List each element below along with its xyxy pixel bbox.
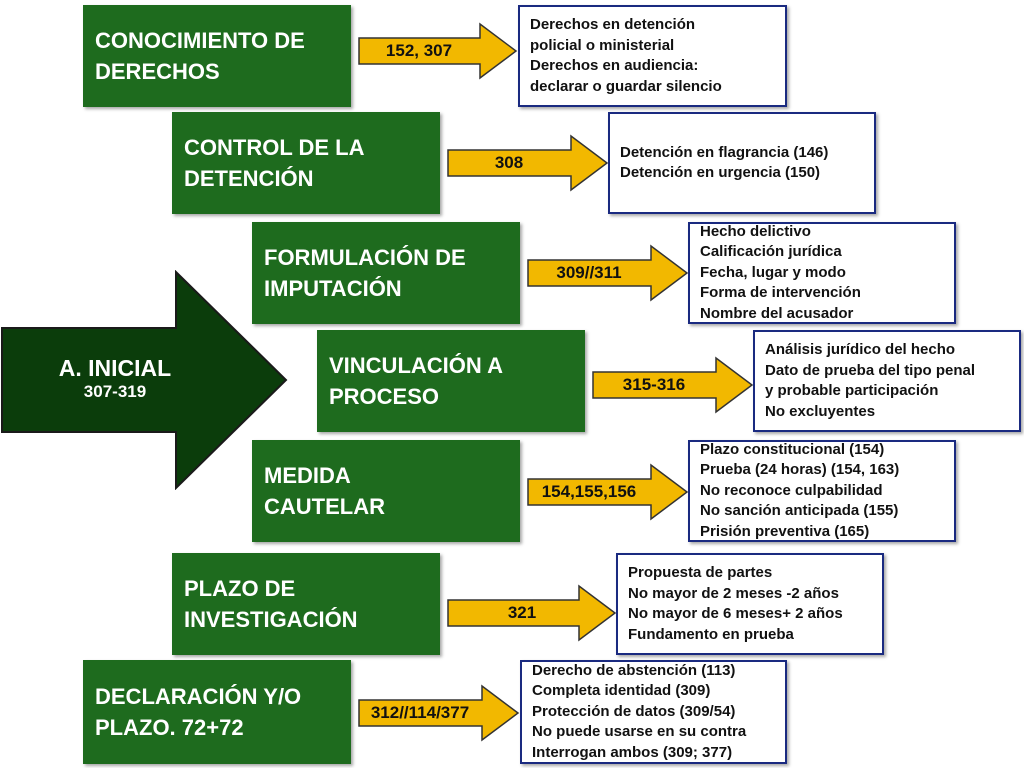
detail-line: policial o ministerial <box>530 36 675 54</box>
stage-title: FORMULACIÓN DE IMPUTACIÓN <box>264 245 466 301</box>
stage-control-detencion: CONTROL DE LA DETENCIÓN <box>172 112 440 214</box>
detail-box: Derecho de abstención (113) Completa ide… <box>520 660 787 764</box>
articles-label: 309//311 <box>556 263 622 282</box>
detail-line: Fundamento en prueba <box>628 625 794 643</box>
main-title: A. INICIAL <box>58 355 172 381</box>
main-subtitle: 307-319 <box>83 382 147 401</box>
detail-line: Forma de intervención <box>700 284 861 302</box>
stage-title: CONOCIMIENTO DE DERECHOS <box>95 28 305 84</box>
detail-line: Derechos en detención <box>530 16 696 33</box>
stage-conocimiento-derechos: CONOCIMIENTO DE DERECHOS <box>83 5 351 107</box>
articles-arrow: 315-316 <box>592 356 754 414</box>
articles-arrow: 312//114/377 <box>358 684 520 742</box>
articles-arrow: 308 <box>447 134 609 192</box>
detail-box: Hecho delictivo Calificación jurídica Fe… <box>688 222 956 324</box>
detail-box: Plazo constitucional (154) Prueba (24 ho… <box>688 440 956 542</box>
detail-line: Interrogan ambos (309; 377) <box>532 743 733 761</box>
arrow-shape <box>592 356 754 414</box>
arrow-shape <box>527 463 689 521</box>
detail-line: No mayor de 6 meses+ 2 años <box>628 605 843 622</box>
articles-arrow: 154,155,156 <box>527 463 689 521</box>
detail-line: Prueba (24 horas) (154, 163) <box>700 461 900 479</box>
detail-line: No mayor de 2 meses -2 años <box>628 584 839 602</box>
detail-line: Fecha, lugar y modo <box>700 263 846 281</box>
detail-line: Derechos en audiencia: <box>530 57 699 74</box>
detail-line: Dato de prueba del tipo penal <box>765 361 976 379</box>
detail-box: Detención en flagrancia (146) Detención … <box>608 112 876 214</box>
stage-medida-cautelar: MEDIDA CAUTELAR <box>252 440 520 542</box>
arrow-shape <box>447 134 609 192</box>
stage-title: DECLARACIÓN Y/O PLAZO. 72+72 <box>95 684 302 740</box>
arrow-shape <box>358 22 518 80</box>
stage-title: VINCULACIÓN A PROCESO <box>329 353 503 409</box>
articles-label: 321 <box>507 603 537 622</box>
arrow-shape <box>358 684 520 742</box>
detail-line: Protección de datos (309/54) <box>532 702 736 720</box>
articles-arrow: 321 <box>447 584 617 642</box>
detail-line: Prisión preventiva (165) <box>700 522 870 540</box>
stage-vinculacion-proceso: VINCULACIÓN A PROCESO <box>317 330 585 432</box>
articles-label: 308 <box>494 153 524 172</box>
stage-title: CONTROL DE LA DETENCIÓN <box>184 135 365 191</box>
detail-box: Propuesta de partes No mayor de 2 meses … <box>616 553 884 655</box>
detail-line: declarar o guardar silencio <box>530 77 722 95</box>
articles-label: 312//114/377 <box>370 703 470 722</box>
detail-line: Detención en urgencia (150) <box>620 164 821 181</box>
stage-title: MEDIDA CAUTELAR <box>264 463 385 519</box>
detail-line: y probable participación <box>765 382 939 399</box>
articles-arrow: 309//311 <box>527 244 689 302</box>
arrow-shape <box>527 244 689 302</box>
stage-formulacion-imputacion: FORMULACIÓN DE IMPUTACIÓN <box>252 222 520 324</box>
stage-plazo-investigacion: PLAZO DE INVESTIGACIÓN <box>172 553 440 655</box>
detail-line: No reconoce culpabilidad <box>700 481 883 499</box>
stage-declaracion-plazo: DECLARACIÓN Y/O PLAZO. 72+72 <box>83 660 351 764</box>
main-arrow <box>1 270 288 490</box>
detail-box: Derechos en detención policial o ministe… <box>518 5 787 107</box>
detail-line: Nombre del acusador <box>700 304 854 322</box>
main-label: A. INICIAL 307-319 <box>30 354 200 402</box>
detail-line: Derecho de abstención (113) <box>532 661 736 679</box>
articles-label: 152, 307 <box>385 41 453 60</box>
detail-line: Detención en flagrancia (146) <box>620 143 829 161</box>
detail-line: No sanción anticipada (155) <box>700 502 899 520</box>
detail-line: No puede usarse en su contra <box>532 723 747 741</box>
detail-line: Análisis jurídico del hecho <box>765 341 956 358</box>
detail-line: Calificación jurídica <box>700 243 842 261</box>
articles-label: 315-316 <box>622 375 686 394</box>
detail-box: Análisis jurídico del hecho Dato de prue… <box>753 330 1021 432</box>
detail-line: No excluyentes <box>765 402 876 420</box>
stage-title: PLAZO DE INVESTIGACIÓN <box>184 576 358 632</box>
articles-label: 154,155,156 <box>541 482 637 501</box>
detail-line: Plazo constitucional (154) <box>700 440 885 458</box>
detail-line: Completa identidad (309) <box>532 682 711 700</box>
articles-arrow: 152, 307 <box>358 22 518 80</box>
detail-line: Propuesta de partes <box>628 564 773 581</box>
detail-line: Hecho delictivo <box>700 222 811 240</box>
arrow-shape <box>447 584 617 642</box>
